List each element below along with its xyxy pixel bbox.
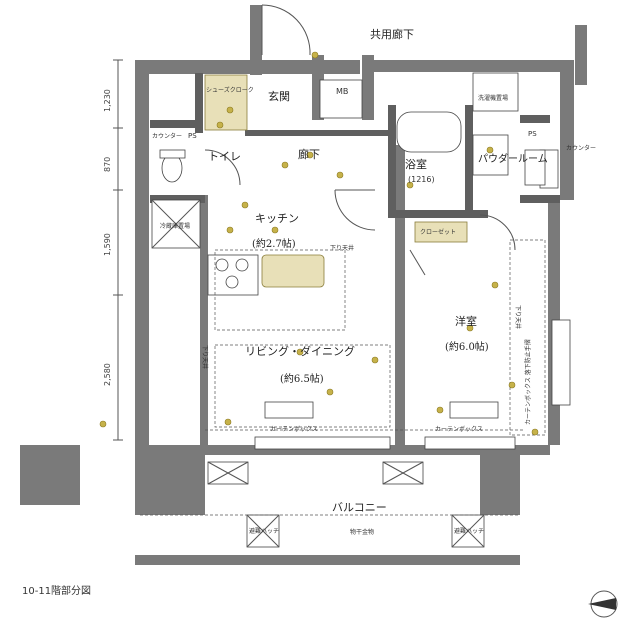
mb-label: MB [336, 87, 348, 96]
bedroom-label: 洋室 [455, 314, 477, 328]
living-size-label: (約6.5帖) [280, 372, 324, 385]
ps-label-2: PS [528, 130, 537, 138]
powder-label: パウダールーム [478, 152, 548, 165]
toilet-label: トイレ [208, 150, 241, 163]
bath-label: 浴室 [405, 157, 427, 171]
dimension-line [113, 59, 123, 441]
hall-label: 廊下 [298, 147, 320, 161]
curtain-box-label-1: カーテンボックス [270, 425, 318, 433]
shelter-hatch-label-2: 避難ハッチ [454, 527, 484, 535]
balcony-label: バルコニー [332, 501, 387, 514]
storage-label: 洗濯機置場 [478, 94, 508, 102]
shelter-hatch-label-1: 避難ハッチ [249, 527, 279, 535]
dimension-4: 2,580 [103, 363, 112, 386]
bedroom-size-label: (約6.0帖) [445, 340, 489, 353]
doors [204, 4, 516, 276]
dimension-2: 870 [103, 157, 112, 172]
bathtub [396, 111, 462, 153]
floor-note: 10-11階部分図 [22, 584, 91, 597]
ceiling-lines [140, 239, 546, 516]
ceiling-label-2: 下り天井 [201, 345, 209, 369]
ceiling-label-1: 下り天井 [330, 244, 354, 252]
ceiling-label-3: 下り天井 [514, 305, 522, 329]
fridge-label: 冷蔵庫置場 [160, 222, 190, 230]
sink [261, 254, 325, 288]
clothes-rail-label: 物干金物 [350, 528, 374, 536]
counter-label-2: カウンター [566, 144, 596, 152]
dimension-1: 1,230 [103, 89, 112, 112]
curtain-box-label-2: カーテンボックス [435, 425, 483, 433]
closet-label: クローゼット [420, 228, 456, 236]
fixtures [151, 72, 546, 548]
kitchen-label: キッチン [255, 212, 299, 225]
outlets [99, 51, 539, 436]
bath-size-label: (1216) [408, 175, 435, 184]
dimension-3: 1,590 [103, 233, 112, 256]
curtain-box-label-3: カーテンボックス 落下防止手摺 [524, 339, 532, 425]
kitchen-size-label: (約2.7帖) [252, 237, 296, 250]
ps-label-1: PS [188, 132, 197, 140]
cooktop [207, 254, 259, 296]
living-label: リビング・ダイニング [245, 344, 355, 358]
entrance-label: 玄関 [268, 89, 290, 103]
counter-label-1: カウンター [152, 132, 182, 140]
corridor-label: 共用廊下 [370, 27, 414, 41]
north-arrow-icon [588, 590, 618, 618]
shoe-closet-label: シューズクローク [206, 86, 254, 94]
